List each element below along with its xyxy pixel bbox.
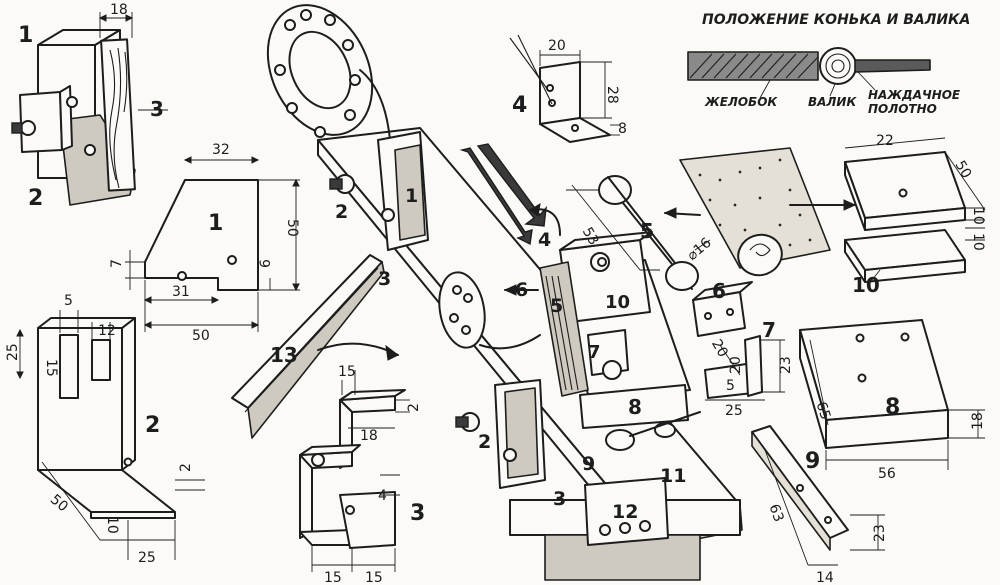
label-part-3-detail: 3: [150, 97, 164, 121]
legend-box: [687, 47, 931, 99]
dim-28: 28: [604, 86, 620, 104]
detail-part-5-roller: [566, 175, 711, 291]
dim-15-part3-left: 15: [324, 570, 342, 585]
dim-50-part2: 50: [47, 492, 71, 516]
label-part-6-detail: 6: [712, 279, 726, 303]
label-part-9-detail: 9: [805, 449, 820, 474]
dim-15-slot: 15: [43, 359, 59, 377]
label-part-13: 13: [270, 343, 298, 367]
dim-63: 63: [765, 502, 786, 524]
label-part-2-upper: 2: [335, 201, 348, 223]
dim-14: 14: [816, 570, 834, 585]
dim-50-part10: 50: [952, 158, 975, 181]
sandpaper-roll: [679, 147, 857, 277]
legend-roller: ВАЛИК: [808, 95, 857, 109]
label-part-12: 12: [612, 501, 638, 523]
dim-18-part3: 18: [360, 428, 378, 444]
dim-10-part2: 10: [104, 516, 120, 534]
dim-31: 31: [172, 284, 190, 300]
dim-4: 4: [378, 488, 387, 504]
dim-12: 12: [98, 323, 116, 339]
detail-part-3-bracket: [299, 370, 410, 572]
label-part-11: 11: [660, 465, 686, 487]
label-part-8-detail: 8: [885, 395, 900, 420]
dim-15-part3-right: 15: [365, 570, 383, 585]
dim-10-part10-a: 10: [970, 207, 986, 225]
label-part-1-upper: 1: [405, 185, 418, 207]
dim-20-part7-a: 20: [708, 337, 731, 360]
dim-2-part2: 2: [178, 463, 194, 472]
dim-15-part3-top: 15: [338, 364, 356, 380]
detail-part-4-bracket: [509, 34, 620, 143]
label-part-1: 1: [18, 23, 33, 48]
dim-8: 8: [618, 121, 627, 137]
dim-18-part8: 18: [970, 412, 986, 430]
label-part-2-detail: 2: [28, 186, 43, 211]
dim-10-part10-b: 10: [970, 233, 986, 251]
label-part-5-center: 5: [550, 295, 563, 317]
dim-7: 7: [109, 259, 125, 268]
dim-32: 32: [212, 142, 230, 158]
detail-part-2-flat: [16, 310, 205, 560]
label-part-2-lower: 2: [478, 431, 491, 453]
dim-23-part9: 23: [872, 524, 888, 542]
dim-2-part3: 2: [406, 403, 422, 412]
dim-65: 65: [813, 400, 834, 422]
label-part-9-center: 9: [582, 453, 595, 475]
dim-5-part7: 5: [726, 378, 735, 394]
dim-53: 53: [579, 225, 602, 248]
label-part-10-center: 10: [605, 292, 630, 313]
dim-50-vertical: 50: [284, 219, 300, 237]
label-part-8-center: 8: [628, 395, 642, 419]
legend-title: ПОЛОЖЕНИЕ КОНЬКА И ВАЛИКА: [702, 12, 970, 28]
detail-part-9-rail: [751, 425, 885, 566]
label-part-10-detail: 10: [852, 273, 880, 297]
dim-56: 56: [878, 466, 896, 482]
dim-20-part4: 20: [548, 38, 566, 54]
label-part-3-upper: 3: [378, 268, 391, 290]
main-assembly: [231, 4, 743, 581]
dim-23-part7: 23: [778, 356, 794, 374]
label-part-6-center: 6: [515, 279, 528, 301]
detail-1-assembly: [11, 12, 168, 206]
legend-sandpaper: НАЖДАЧНОЕ ПОЛОТНО: [868, 88, 961, 116]
dim-20-part7-b: 20: [728, 356, 744, 374]
label-part-1-flat: 1: [208, 211, 223, 236]
detail-part-10-blocks: [844, 137, 986, 286]
dim-25-part2: 25: [138, 550, 156, 566]
dim-18-top: 18: [110, 2, 128, 18]
dim-5: 5: [64, 293, 73, 309]
label-part-7-center: 7: [588, 342, 601, 363]
label-part-4-center: 4: [538, 229, 551, 251]
label-part-3-detail-bracket: 3: [410, 501, 425, 526]
detail-part-1-flat: [125, 156, 300, 332]
dim-22: 22: [876, 133, 894, 149]
legend-sandpaper-wrap: НАЖДАЧНОЕ ПОЛОТНО: [868, 88, 961, 116]
detail-part-8-block: [799, 319, 985, 470]
dim-6: 6: [258, 259, 274, 268]
label-part-4-detail: 4: [512, 93, 527, 118]
dim-25-part7: 25: [725, 403, 743, 419]
label-part-3-lower: 3: [553, 488, 566, 510]
dim-25-vertical: 25: [5, 343, 21, 361]
detail-part-6-7: [692, 281, 785, 401]
label-part-5-detail: 5: [640, 219, 654, 243]
label-part-2-flat: 2: [145, 413, 160, 438]
legend-groove: ЖЕЛОБОК: [704, 95, 778, 109]
dim-50-horizontal: 50: [192, 328, 210, 344]
label-part-7-detail: 7: [762, 318, 776, 342]
dim-diameter-16: ⌀16: [684, 235, 714, 264]
